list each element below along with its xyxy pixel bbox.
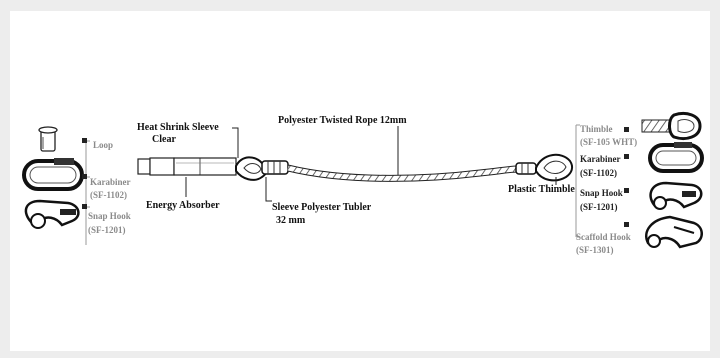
left-karabiner-code: (SF-1102) — [90, 190, 127, 200]
right-snap-hook-code: (SF-1201) — [580, 202, 618, 212]
karabiner-marker — [82, 174, 87, 179]
right-karabiner-icon — [648, 142, 704, 173]
sleeve-polyester-leader — [265, 177, 272, 202]
right-rope-sleeve — [515, 162, 537, 175]
right-thimble-label: Thimble — [580, 124, 613, 134]
right-scaffold-hook-label: Scaffold Hook — [576, 232, 631, 242]
energy-absorber — [137, 157, 237, 176]
snap-hook-marker — [82, 204, 87, 209]
thimble-marker — [624, 127, 629, 132]
heat-shrink-label: Heat Shrink Sleeve — [137, 122, 219, 133]
left-snap-hook-code: (SF-1201) — [88, 225, 126, 235]
snap-hook-icon — [24, 199, 80, 229]
scaffold-hook-marker — [624, 222, 629, 227]
plastic-thimble-label: Plastic Thimble — [508, 184, 575, 195]
left-karabiner-label: Karabiner — [90, 177, 131, 187]
energy-absorber-label: Energy Absorber — [146, 200, 220, 211]
left-rope-sleeve — [261, 160, 289, 175]
loop-marker — [82, 138, 87, 143]
sleeve-polyester-label: Sleeve Polyester Tubler — [272, 202, 372, 213]
right-scaffold-hook-code: (SF-1301) — [576, 245, 614, 255]
lanyard-diagram: Loop Karabiner (SF-1102) Snap Hook (SF-1… — [22, 111, 704, 255]
right-snap-hook-icon — [649, 181, 703, 210]
scaffold-hook-icon — [645, 215, 703, 249]
right-snap-hook-marker — [624, 188, 629, 193]
thimble-rope-icon — [641, 111, 702, 141]
diagram-canvas: Loop Karabiner (SF-1102) Snap Hook (SF-1… — [10, 11, 710, 351]
karabiner-icon — [22, 158, 84, 191]
right-karabiner-code: (SF-1102) — [580, 168, 617, 178]
loop-icon — [38, 126, 58, 152]
right-karabiner-label: Karabiner — [580, 154, 621, 164]
rope-twist-texture — [287, 165, 519, 181]
right-thimble-code: (SF-105 WHT) — [580, 137, 637, 147]
right-bracket — [575, 124, 580, 238]
left-snap-hook-label: Snap Hook — [88, 211, 131, 221]
left-thimble — [235, 156, 268, 181]
heat-shrink-leader — [232, 127, 239, 158]
right-thimble — [535, 153, 574, 182]
right-karabiner-marker — [624, 154, 629, 159]
heat-shrink-clear-label: Clear — [152, 134, 176, 145]
right-snap-hook-label: Snap Hook — [580, 188, 623, 198]
rope-label: Polyester Twisted Rope 12mm — [278, 115, 407, 126]
left-loop-label: Loop — [93, 140, 113, 150]
sleeve-polyester-size: 32 mm — [276, 215, 306, 226]
